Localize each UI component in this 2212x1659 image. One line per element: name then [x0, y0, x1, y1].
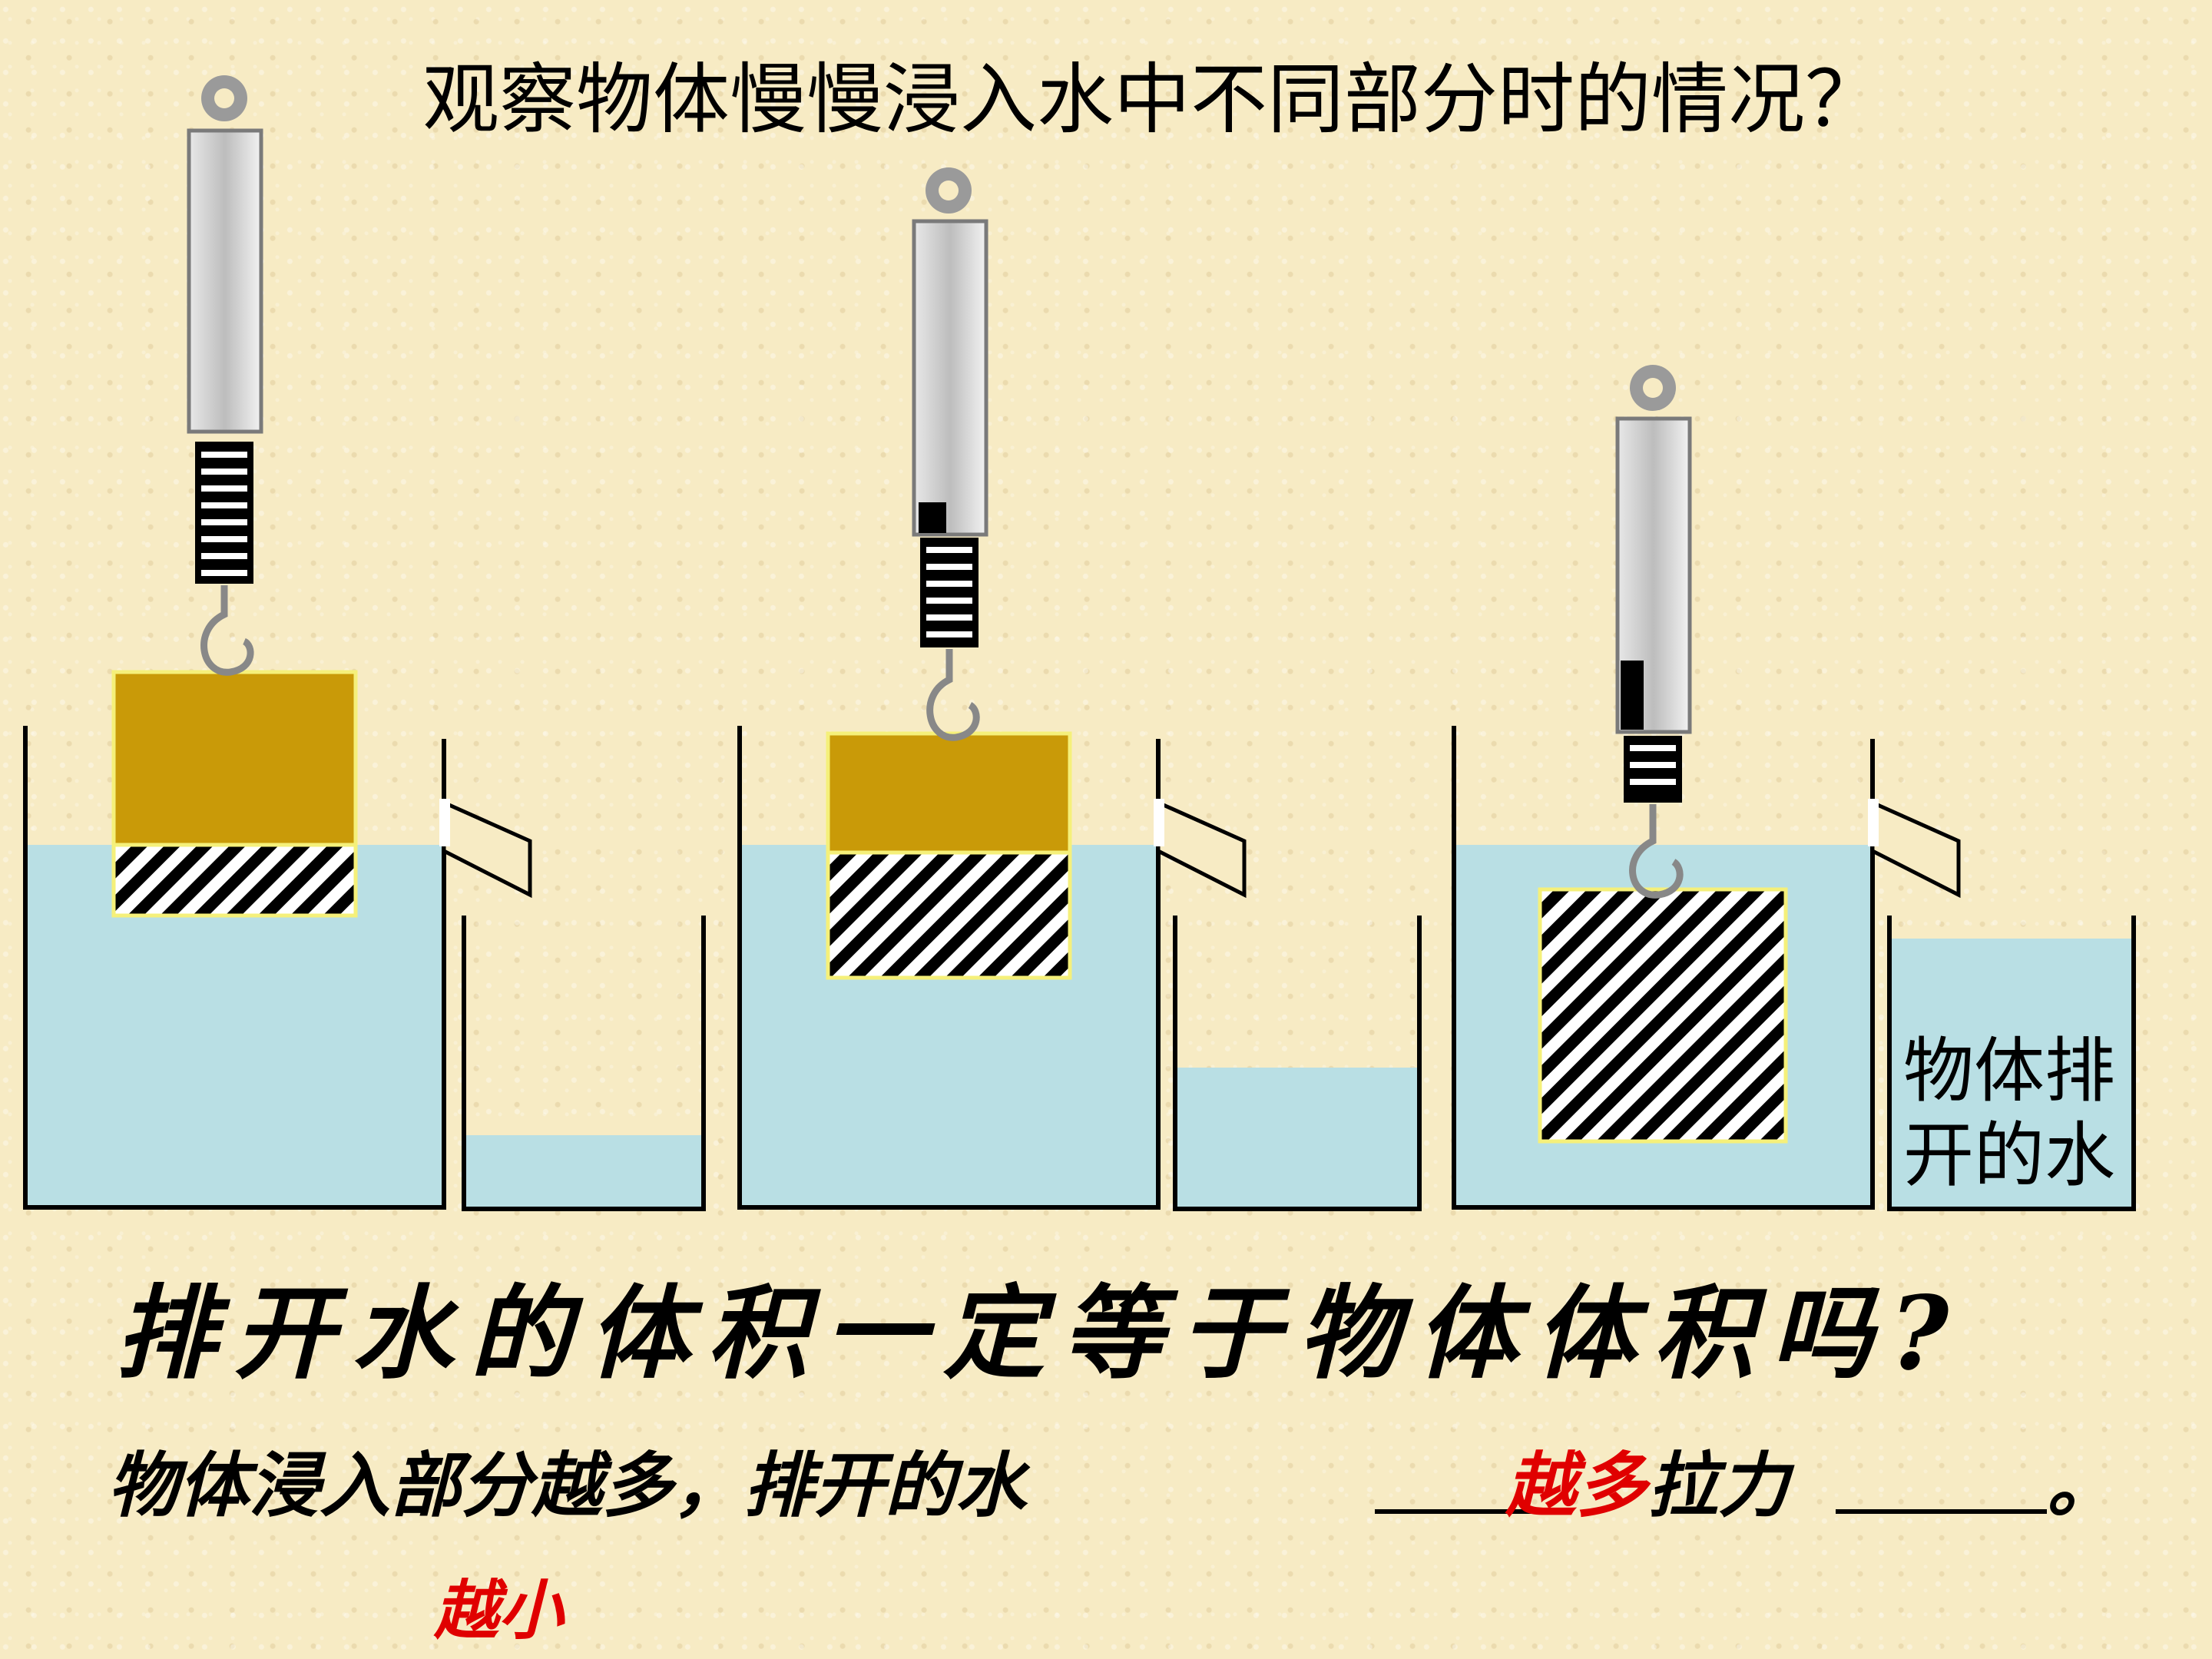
- spout-3: [1870, 800, 1961, 899]
- hook-2: [926, 649, 980, 741]
- cup-2: [1173, 916, 1422, 1211]
- block-dry-1: [111, 670, 358, 847]
- fill-sentence-end: 。: [2047, 1444, 2118, 1527]
- setup-1: [23, 75, 706, 1211]
- displaced-water-label: 物体排 开的水: [1903, 1029, 2115, 1198]
- block-submerged-3: [1538, 887, 1788, 1144]
- water-cup-2: [1175, 1068, 1419, 1207]
- hook-3: [1629, 804, 1684, 899]
- beaker-2: [737, 726, 1161, 1210]
- question-text: 排开水的体积一定等于物体体积吗?: [115, 1274, 1966, 1393]
- setup-3: [1452, 365, 2136, 1211]
- cup-1: [462, 916, 706, 1211]
- beaker-3: [1452, 726, 1875, 1210]
- fill-sentence-prefix: 物体浸入部分越多，排开的水: [108, 1444, 1027, 1527]
- spout-2: [1156, 800, 1247, 899]
- scale-body-1: [187, 128, 263, 434]
- fill-answer-1: 越多: [1505, 1444, 1647, 1527]
- block-wet-1: [111, 843, 358, 918]
- water-cup-3: [1889, 939, 2134, 1207]
- block-dry-2: [826, 731, 1072, 855]
- cup-3: [1887, 916, 2136, 1211]
- fill-blank-1: [1375, 1509, 1532, 1514]
- fill-answer-2: 越小: [434, 1572, 564, 1648]
- displaced-water-label-line1: 物体排: [1903, 1030, 2116, 1112]
- fill-blank-2: [1836, 1509, 2047, 1514]
- scale-body-2: [912, 219, 988, 537]
- slide-title: 观察物体慢慢浸入水中不同部分时的情况？: [422, 55, 1882, 144]
- hook-1: [200, 585, 254, 676]
- fill-sentence-middle: 拉力: [1647, 1444, 1790, 1527]
- spout-1: [442, 800, 532, 899]
- water-cup-1: [464, 1135, 704, 1207]
- scale-spring-1: [195, 442, 253, 584]
- beaker-1: [23, 726, 446, 1210]
- setup-2: [737, 167, 1422, 1211]
- block-wet-2: [826, 850, 1072, 980]
- displaced-water-label-line2: 开的水: [1903, 1114, 2116, 1197]
- scale-spring-2: [920, 538, 979, 647]
